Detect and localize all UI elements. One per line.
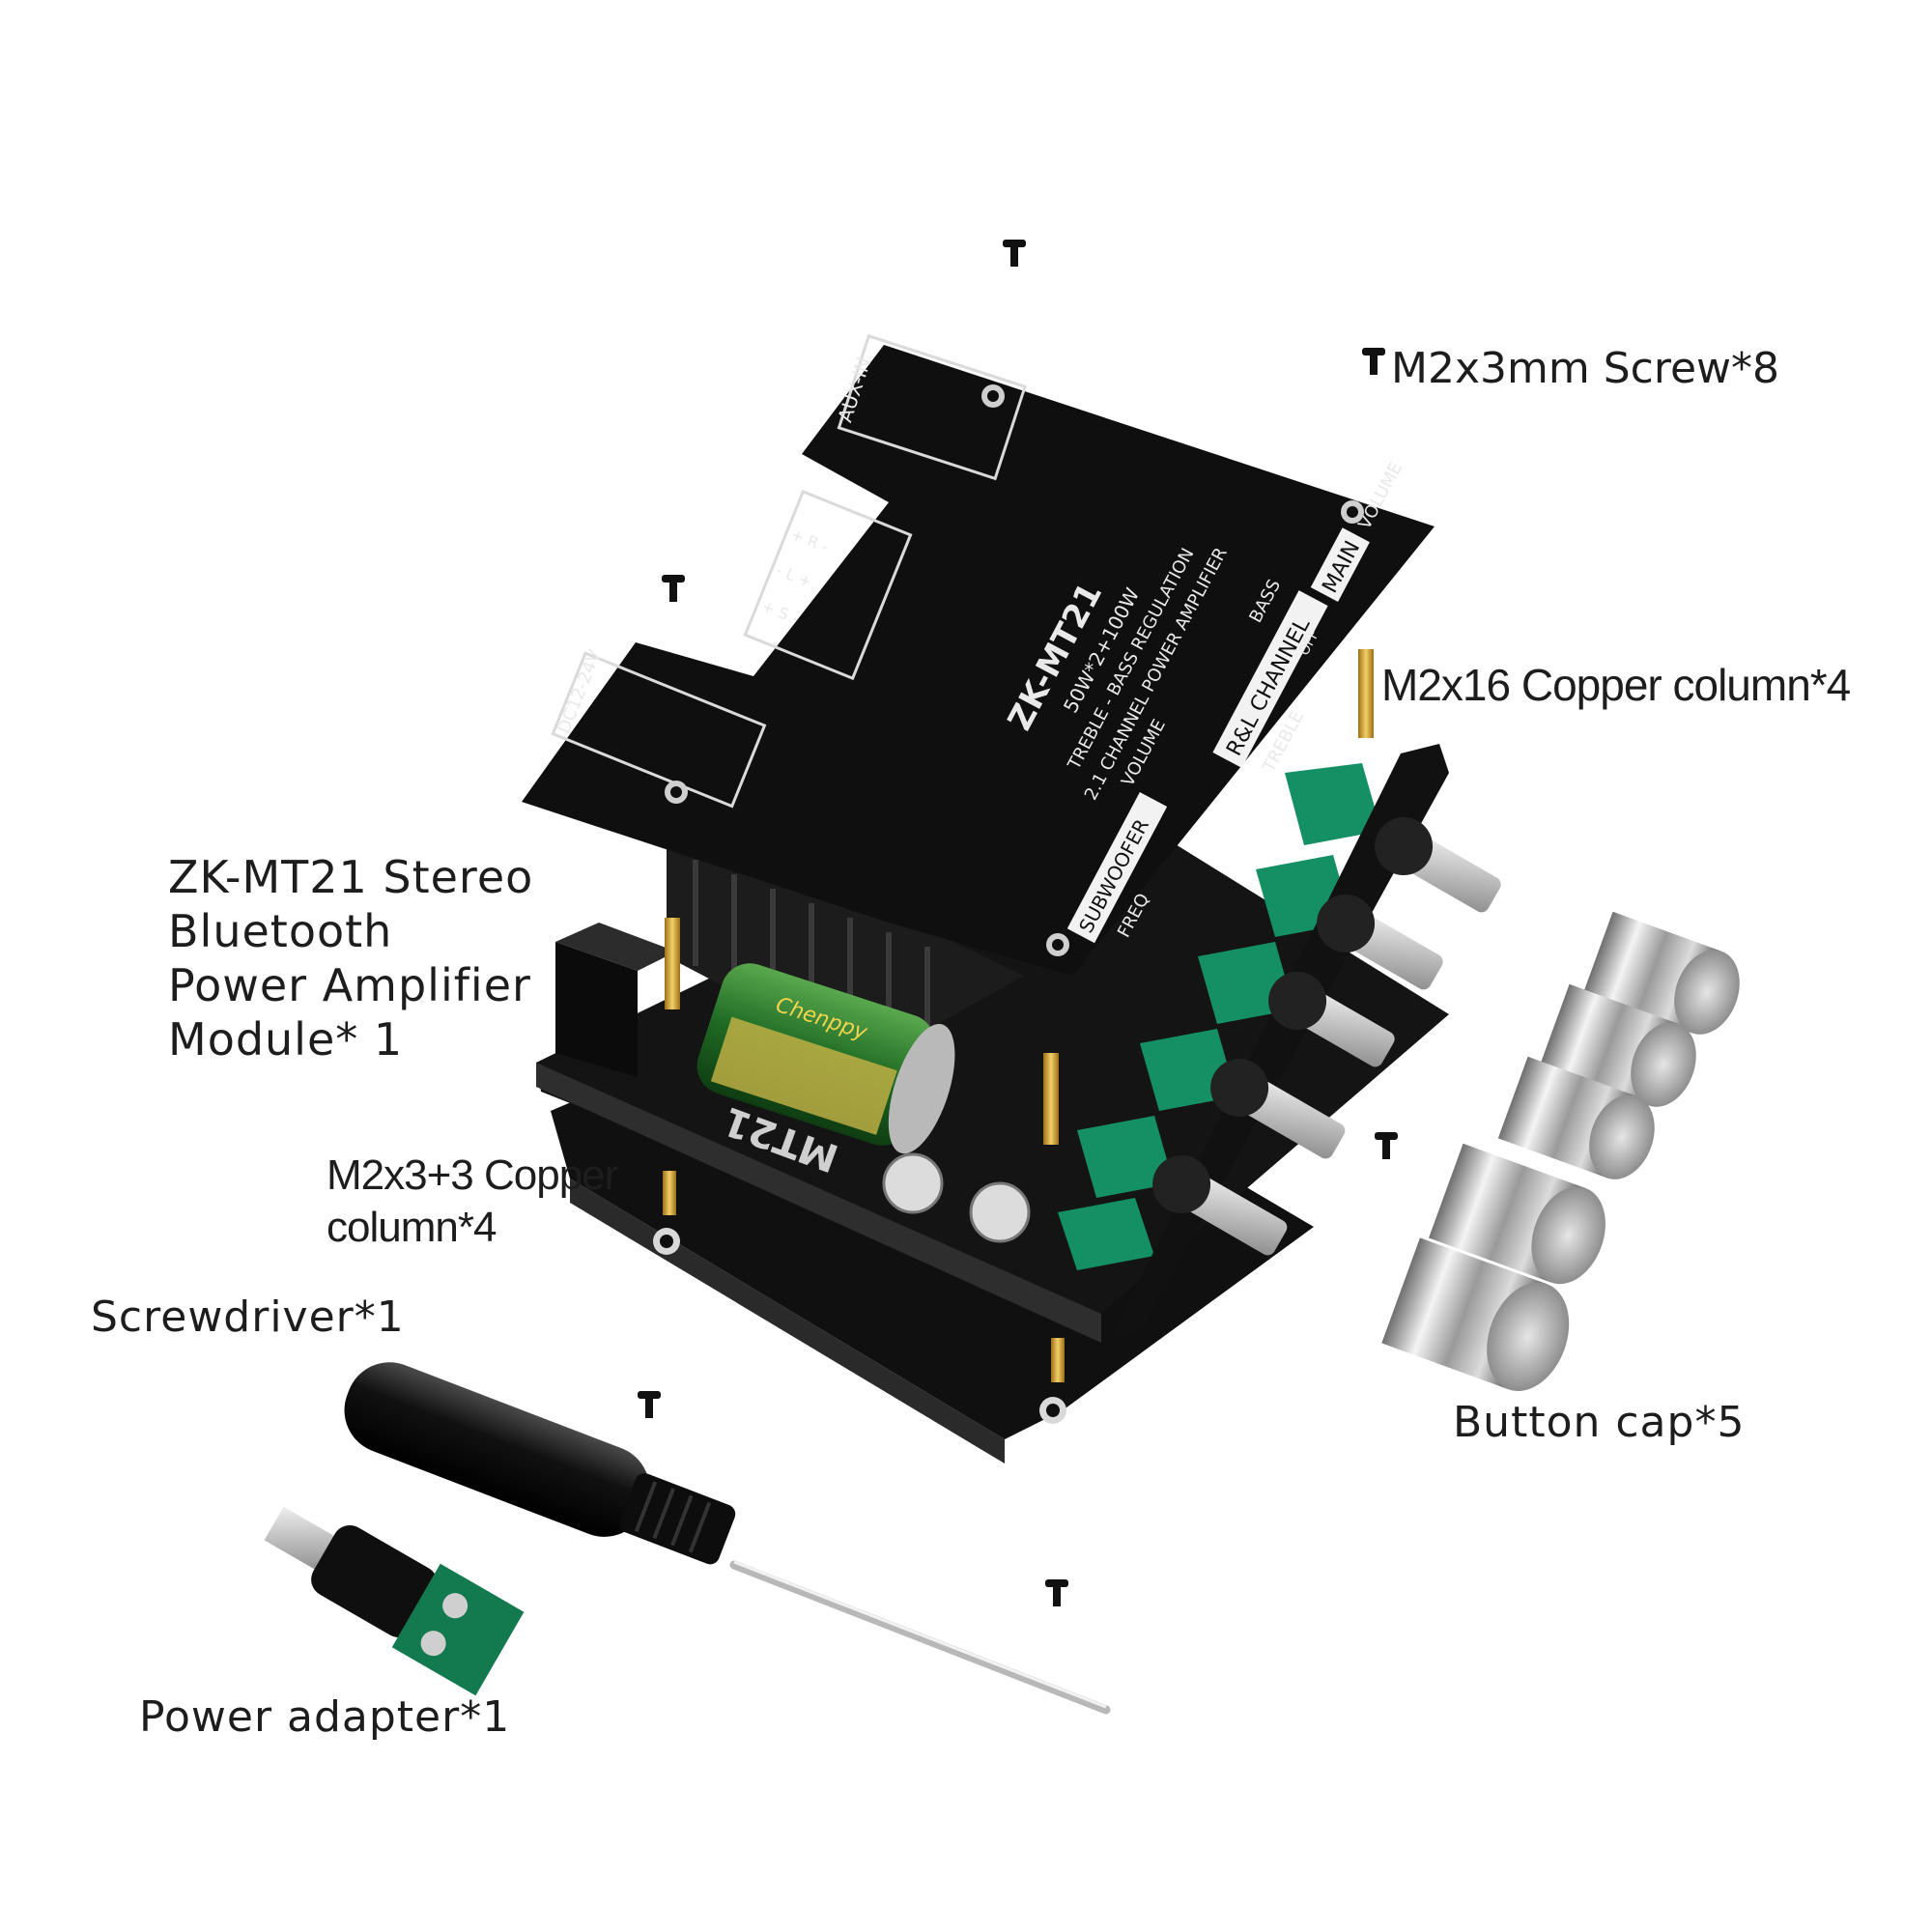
button-caps: [1381, 911, 1740, 1392]
speaker-r-label: + R -: [788, 525, 832, 556]
dc-jack: [555, 923, 676, 1077]
screwdriver-label: Screwdriver*1: [91, 1293, 405, 1342]
module-label-line: Module* 1: [168, 1013, 404, 1065]
small-capacitor: [882, 1152, 944, 1214]
screw: [1045, 1579, 1068, 1606]
copper-column-loose: [1051, 1338, 1065, 1382]
power-adapter: [264, 1506, 525, 1696]
screw: [1362, 348, 1385, 375]
copper-column-16-label: M2x16 Copper column*4: [1381, 660, 1851, 710]
speaker-l-label: - L +: [774, 560, 815, 591]
screw: [1003, 240, 1026, 267]
button-cap-label: Button cap*5: [1453, 1398, 1746, 1447]
module-label-line: ZK-MT21 Stereo: [168, 851, 534, 903]
module-label: ZK-MT21 Stereo Bluetooth Power Amplifier…: [168, 850, 533, 1066]
screw: [1375, 1132, 1398, 1159]
copper-column-loose: [1358, 649, 1374, 738]
screw: [662, 575, 685, 602]
module-label-line: Bluetooth: [168, 905, 393, 957]
power-adapter-label: Power adapter*1: [139, 1692, 511, 1742]
large-capacitor: Chenppy: [696, 963, 955, 1154]
copper-column-3-label: M2x3+3 Copper column*4: [327, 1150, 618, 1254]
copper-column-3-line: column*4: [327, 1204, 497, 1251]
copper-column-3-line: M2x3+3 Copper: [327, 1151, 618, 1199]
copper-column: [665, 918, 680, 1009]
small-capacitor: [969, 1181, 1031, 1243]
module-label-line: Power Amplifier: [168, 959, 531, 1011]
amplifier-module: Chenppy MT21: [536, 744, 1449, 1343]
screws: [638, 240, 1398, 1606]
speaker-s-label: + S -: [759, 596, 802, 627]
screw: [638, 1391, 661, 1418]
screw-label: M2x3mm Screw*8: [1391, 344, 1779, 393]
potentiometer-knobs: [1152, 817, 1501, 1256]
screwdriver: [344, 1362, 1111, 1715]
copper-column: [1043, 1053, 1059, 1145]
copper-column-loose: [663, 1171, 676, 1215]
